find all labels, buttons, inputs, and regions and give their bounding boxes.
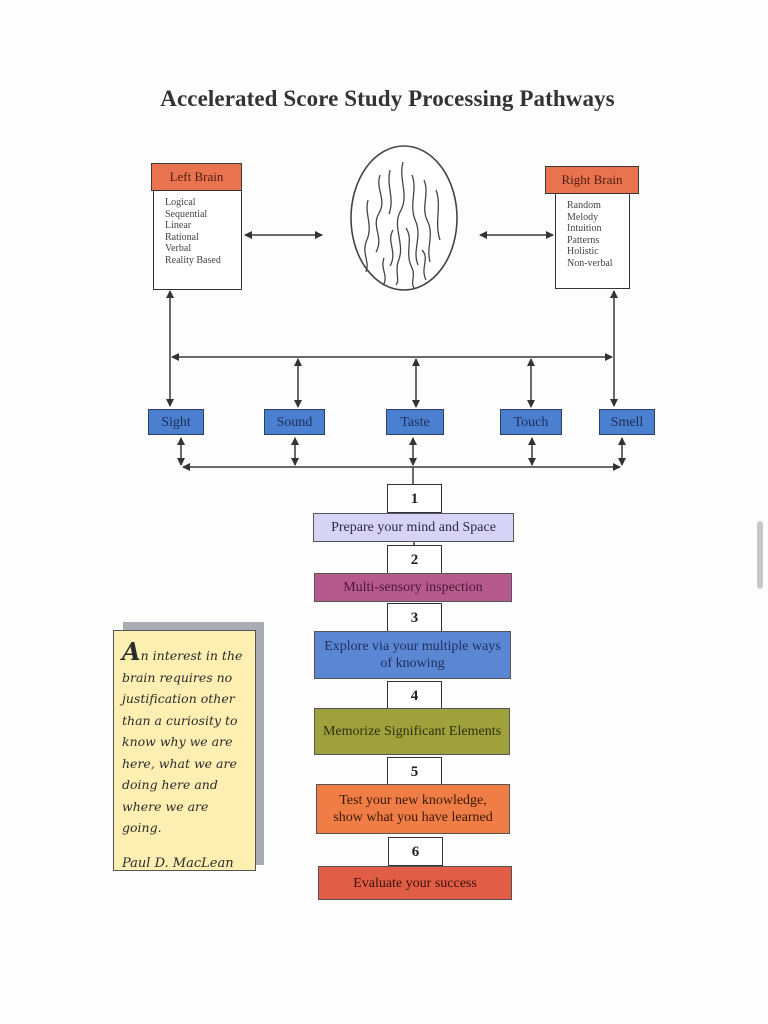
right-brain-header: Right Brain: [545, 166, 639, 194]
sense-touch: Touch: [500, 409, 562, 435]
trait: Intuition: [567, 223, 602, 234]
trait: Non-verbal: [567, 257, 613, 269]
step-3-label: Explore via your multiple ways of knowin…: [324, 639, 501, 671]
brain-icon: [350, 145, 458, 291]
sense-label: Touch: [513, 415, 549, 430]
sense-label: Sight: [161, 415, 191, 430]
step-5-box: Test your new knowledge, show what you h…: [316, 784, 510, 834]
quote-line: brain requires no: [122, 669, 233, 685]
step-4-label: Memorize Significant Elements: [322, 724, 502, 739]
trait: Melody: [567, 211, 599, 223]
trait: Logical: [165, 197, 196, 208]
step-6-box: Evaluate your success: [318, 866, 512, 900]
quote-drop-cap: A: [122, 637, 141, 666]
step-5-label: Test your new knowledge, show what you h…: [333, 793, 493, 825]
trait: Rational: [165, 231, 199, 243]
trait: Patterns: [567, 234, 600, 246]
sense-label: Taste: [400, 415, 430, 430]
sense-sound: Sound: [264, 409, 325, 435]
left-brain-traits: Logical Sequential Linear Rational Verba…: [153, 190, 242, 290]
quote-line: n interest in the: [140, 648, 243, 663]
quote-line: here, what we are: [122, 755, 237, 771]
step-2-box: Multi-sensory inspection: [314, 573, 512, 602]
quote-text: An interest in the brain requires no jus…: [122, 640, 247, 839]
sense-sight: Sight: [148, 409, 204, 435]
quote-line: doing here and: [122, 777, 218, 792]
step-1-label: Prepare your mind and Space: [331, 520, 496, 535]
sense-smell: Smell: [599, 409, 655, 435]
page-title: Accelerated Score Study Processing Pathw…: [160, 86, 615, 111]
step-6-number: 6: [388, 837, 443, 866]
scrollbar-thumb[interactable]: [757, 521, 763, 589]
step-4-number: 4: [387, 681, 442, 710]
trait: Sequential: [165, 208, 208, 220]
step-1-box: Prepare your mind and Space: [313, 513, 514, 542]
quote-author: Paul D. MacLean: [122, 855, 234, 871]
step-6-label: Evaluate your success: [353, 875, 477, 891]
left-brain-header: Left Brain: [151, 163, 242, 191]
trait: Holistic: [567, 246, 599, 257]
step-3-box: Explore via your multiple ways of knowin…: [314, 631, 511, 679]
sense-label: Smell: [610, 415, 644, 430]
trait: Reality Based: [165, 254, 221, 266]
quote-line: justification other: [122, 691, 235, 706]
step-1-number: 1: [387, 484, 442, 513]
trait: Random: [567, 200, 601, 211]
trait: Verbal: [165, 243, 192, 254]
sense-taste: Taste: [386, 409, 444, 435]
left-brain-label: Left Brain: [169, 169, 224, 184]
right-brain-label: Right Brain: [561, 172, 623, 187]
step-2-label: Multi-sensory inspection: [343, 580, 483, 595]
quote-line: than a curiosity to: [122, 712, 238, 728]
quote-line: where we are going.: [122, 798, 209, 836]
quote-card: An interest in the brain requires no jus…: [113, 630, 256, 871]
step-2-number: 2: [387, 545, 442, 574]
step-3-number: 3: [387, 603, 442, 632]
step-5-number: 5: [387, 757, 442, 786]
quote-line: know why we are: [122, 734, 233, 749]
step-4-box: Memorize Significant Elements: [314, 708, 510, 755]
sense-label: Sound: [276, 415, 313, 430]
trait: Linear: [165, 220, 192, 231]
right-brain-traits: Random Melody Intuition Patterns Holisti…: [555, 193, 630, 289]
